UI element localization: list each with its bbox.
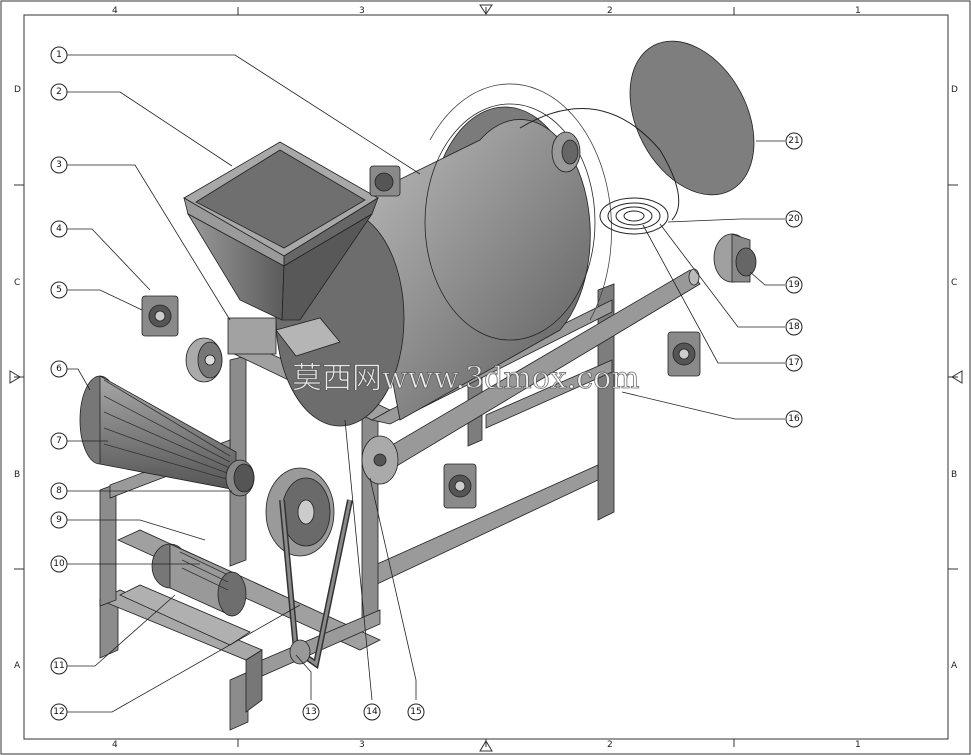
balloon: 5 <box>50 281 68 299</box>
svg-text:5: 5 <box>56 285 62 295</box>
row-label-right: B <box>951 470 957 480</box>
pulley-small <box>185 337 223 383</box>
cone-screen <box>79 375 255 497</box>
col-label-top: 4 <box>112 6 118 16</box>
balloon: 8 <box>50 482 68 500</box>
balloon: 17 <box>785 354 803 372</box>
bearing-block <box>443 463 477 509</box>
svg-text:3: 3 <box>56 160 62 170</box>
spiral-coil <box>519 108 680 235</box>
flange <box>713 233 757 283</box>
balloon: 19 <box>785 276 803 294</box>
balloon: 1 <box>50 46 68 64</box>
col-label-bottom: 3 <box>359 740 365 750</box>
balloon: 2 <box>50 83 68 101</box>
svg-text:17: 17 <box>788 358 799 368</box>
svg-text:12: 12 <box>53 707 64 717</box>
row-label-left: A <box>14 661 21 671</box>
col-label-bottom: 2 <box>607 740 613 750</box>
row-label-left: B <box>14 470 20 480</box>
balloon: 15 <box>407 703 425 721</box>
svg-text:4: 4 <box>56 224 62 234</box>
svg-text:21: 21 <box>788 136 799 146</box>
row-label-right: A <box>951 661 958 671</box>
bearing-block <box>141 295 179 337</box>
svg-text:6: 6 <box>56 364 62 374</box>
drum-flange-small <box>551 131 581 173</box>
col-label-top: 1 <box>855 6 861 16</box>
svg-text:19: 19 <box>788 280 800 290</box>
balloon: 18 <box>785 318 803 336</box>
hopper <box>183 141 379 357</box>
svg-text:13: 13 <box>305 707 316 717</box>
svg-text:8: 8 <box>56 486 62 496</box>
svg-text:1: 1 <box>56 50 62 60</box>
col-label-bottom: 4 <box>112 740 118 750</box>
balloon: 13 <box>302 703 320 721</box>
leader-lines <box>67 54 785 713</box>
shaft <box>361 268 701 485</box>
balloon: 10 <box>50 555 68 573</box>
svg-text:20: 20 <box>788 214 800 224</box>
svg-text:10: 10 <box>53 559 65 569</box>
balloon: 9 <box>50 511 68 529</box>
balloon: 16 <box>785 410 803 428</box>
bearing-block <box>667 331 701 377</box>
belt-drive <box>265 467 353 670</box>
row-label-right: C <box>951 278 957 288</box>
svg-text:2: 2 <box>56 87 62 97</box>
end-plate <box>629 40 755 196</box>
row-label-left: C <box>14 278 20 288</box>
balloon: 14 <box>363 703 381 721</box>
watermark-text: 莫西网www.3dmox.com <box>292 361 640 396</box>
balloon: 3 <box>50 156 68 174</box>
col-label-top: 2 <box>607 6 613 16</box>
balloon: 11 <box>50 657 68 675</box>
balloon: 7 <box>50 432 68 450</box>
bearing-block <box>369 165 401 197</box>
motor <box>119 543 251 646</box>
balloon: 4 <box>50 220 68 238</box>
balloon-group: 1 2 3 4 5 6 7 8 9 10 11 12 13 14 15 16 1… <box>50 46 803 721</box>
svg-text:16: 16 <box>788 414 800 424</box>
balloon: 21 <box>785 132 803 150</box>
svg-text:18: 18 <box>788 322 800 332</box>
col-label-top: 3 <box>359 6 365 16</box>
drum <box>275 83 612 427</box>
row-label-left: D <box>14 85 21 95</box>
balloon: 6 <box>50 360 68 378</box>
svg-text:15: 15 <box>410 707 421 717</box>
col-label-bottom: 1 <box>855 740 861 750</box>
svg-text:11: 11 <box>53 661 64 671</box>
svg-text:14: 14 <box>366 707 378 717</box>
svg-text:9: 9 <box>56 515 62 525</box>
balloon: 20 <box>785 210 803 228</box>
balloon: 12 <box>50 703 68 721</box>
row-label-right: D <box>951 85 958 95</box>
svg-text:7: 7 <box>56 436 62 446</box>
